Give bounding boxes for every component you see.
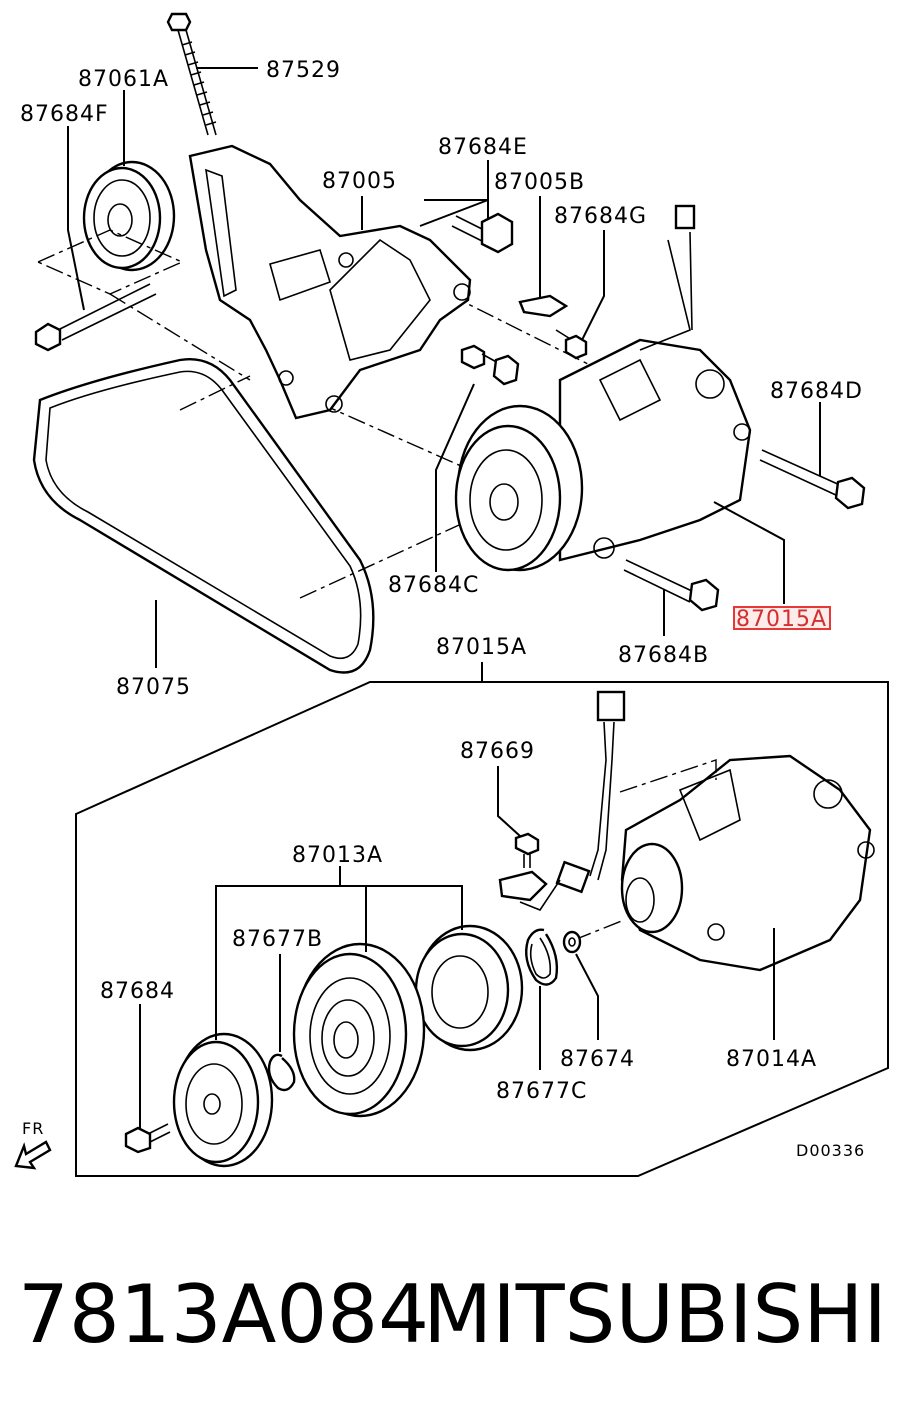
idler-pulley-87061A	[82, 160, 176, 272]
bolt-87684	[124, 1123, 171, 1154]
front-arrow-icon	[14, 1140, 52, 1170]
label-87669: 87669	[460, 739, 535, 764]
snap-ring-87677C	[525, 928, 559, 986]
label-87684: 87684	[100, 979, 175, 1004]
label-87684B: 87684B	[618, 643, 709, 668]
label-87684D: 87684D	[770, 379, 863, 404]
label-87684F: 87684F	[20, 102, 109, 127]
compressor-body-87014A	[620, 754, 875, 972]
pulley-87013A	[292, 942, 426, 1118]
label-87005B: 87005B	[494, 170, 585, 195]
leader-87674	[575, 953, 599, 1040]
label-87684E: 87684E	[438, 135, 528, 160]
leader-87684F	[67, 126, 85, 311]
snap-ring-87677B	[267, 1053, 296, 1092]
parts-diagram: 87529 87061A 87684F 87005	[14, 12, 889, 1177]
leader-87669	[497, 766, 521, 837]
screw-87669	[514, 832, 540, 868]
bolt-87684D	[759, 449, 866, 510]
label-87075: 87075	[116, 675, 191, 700]
label-87013A: 87013A	[292, 843, 383, 868]
label-87015A-top: 87015A	[736, 607, 827, 632]
label-87677C: 87677C	[496, 1079, 587, 1104]
bracket-87005	[188, 144, 472, 420]
leader-87015A-top	[713, 501, 785, 604]
clip-87005B	[518, 294, 569, 318]
wire-harness	[498, 690, 626, 911]
alignment-line	[179, 375, 251, 411]
label-87684G: 87684G	[554, 204, 647, 229]
leader-87684G	[581, 230, 605, 341]
front-label: FR	[22, 1119, 44, 1138]
detail-frame	[75, 681, 889, 1177]
coil-87013A	[414, 924, 524, 1052]
label-87014A: 87014A	[726, 1047, 817, 1072]
label-87015A: 87015A	[436, 635, 527, 660]
brand-name: MITSUBISHI	[423, 1268, 887, 1361]
label-87674: 87674	[560, 1047, 635, 1072]
drive-belt-87075	[32, 358, 375, 674]
label-87005: 87005	[322, 169, 397, 194]
alignment-line	[619, 759, 717, 793]
label-87529: 87529	[266, 58, 341, 83]
label-87061A: 87061A	[78, 67, 169, 92]
bolt-87529	[166, 12, 217, 136]
alignment-line	[37, 229, 184, 295]
alignment-line	[109, 293, 251, 381]
highlight-box	[733, 606, 831, 630]
hub-plate-87013A	[172, 1032, 274, 1168]
label-87684C: 87684C	[388, 573, 479, 598]
bolt-87684B	[623, 559, 720, 612]
part-number: 7813A084	[18, 1268, 430, 1361]
bolt-87684C	[460, 344, 520, 386]
label-87677B: 87677B	[232, 927, 323, 952]
bolt-87684F	[34, 283, 157, 352]
bolt-87684E	[451, 212, 514, 254]
diagram-code: D00336	[796, 1141, 865, 1160]
bolt-87684G	[555, 329, 588, 360]
ac-compressor-87015A	[454, 204, 752, 572]
leader-87684E-branch	[419, 199, 489, 227]
alignment-line	[573, 919, 625, 941]
shim-87674	[562, 930, 582, 954]
leader-87684C	[435, 383, 475, 572]
